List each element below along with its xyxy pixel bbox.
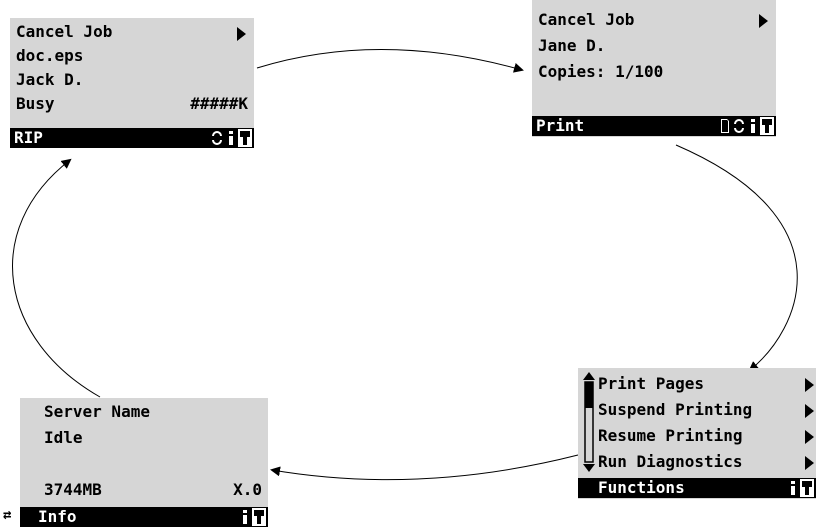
copies-count: Copies: 1/100 [538,62,664,81]
tool-icon[interactable] [252,508,266,526]
rip-screen: Cancel Job doc.eps Jack D. Busy #####K R… [10,18,254,148]
submenu-arrow-icon[interactable] [805,378,814,392]
submenu-arrow-icon[interactable] [237,27,246,41]
job-status: Busy [16,94,55,113]
menu-item-suspend-printing[interactable]: Suspend Printing [598,400,753,419]
swap-icon[interactable]: ⇄ [3,507,12,523]
cycle-icon [210,129,224,147]
submenu-arrow-icon[interactable] [805,456,814,470]
status-bar: RIP [10,128,254,148]
arrow-rip-to-print [256,49,524,73]
status-label: Print [536,116,585,135]
submenu-arrow-icon[interactable] [805,404,814,418]
functions-screen: Print Pages Suspend Printing Resume Prin… [578,368,816,499]
status-label: Info [38,507,77,526]
page-icon [719,117,731,135]
job-owner: Jane D. [538,36,606,55]
scrollbar[interactable] [583,372,595,472]
menu-item-print-pages[interactable]: Print Pages [598,374,704,393]
tool-icon[interactable] [800,479,814,497]
server-status: Idle [44,428,83,447]
info-icon[interactable] [747,117,759,135]
arrow-info-to-rip [12,158,101,398]
menu-item-cancel-job[interactable]: Cancel Job [538,10,635,29]
status-bar: Info [20,507,268,527]
info-icon[interactable] [787,479,799,497]
info-screen: Server Name Idle 3744MB X.0 Info [20,398,268,527]
server-name: Server Name [44,402,150,421]
menu-item-resume-printing[interactable]: Resume Printing [598,426,743,445]
info-icon[interactable] [225,129,237,147]
cycle-icon [732,117,746,135]
print-screen: Cancel Job Jane D. Copies: 1/100 Print [532,0,776,137]
version: X.0 [233,480,262,499]
job-name: doc.eps [16,46,84,65]
menu-item-run-diagnostics[interactable]: Run Diagnostics [598,452,743,471]
submenu-arrow-icon[interactable] [805,430,814,444]
status-bar: Functions [578,478,816,498]
tool-icon[interactable] [760,117,774,135]
info-icon[interactable] [239,508,251,526]
arrow-print-to-functions [675,144,798,372]
disk-space: 3744MB [44,480,102,499]
job-owner: Jack D. [16,70,84,89]
submenu-arrow-icon[interactable] [759,14,768,28]
busy-progress: #####K [190,94,248,113]
status-label: RIP [14,128,43,147]
status-label: Functions [598,478,685,497]
status-bar: Print [532,116,776,136]
tool-icon[interactable] [238,129,252,147]
arrow-functions-to-info [270,454,579,481]
menu-item-cancel-job[interactable]: Cancel Job [16,22,113,41]
